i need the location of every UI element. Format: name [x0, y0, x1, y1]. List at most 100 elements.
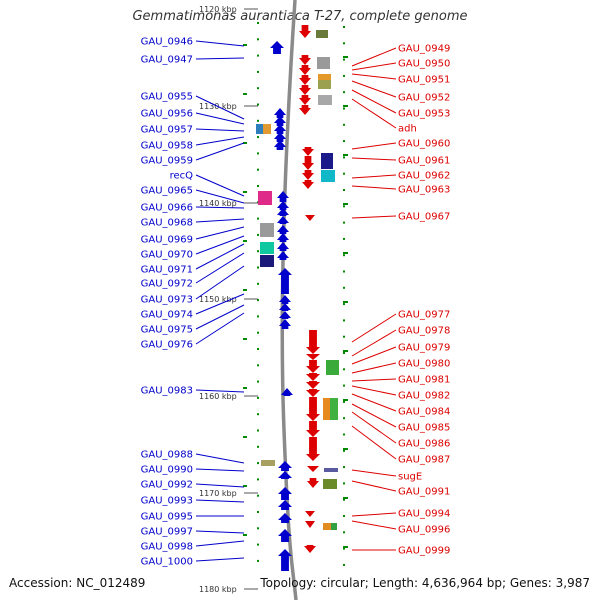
left-major-tick	[243, 191, 247, 193]
left-gene-label: GAU_0947	[141, 55, 193, 66]
feature-box	[323, 479, 337, 489]
gene-arrow	[279, 303, 291, 311]
left-gene-label: GAU_0976	[141, 340, 193, 351]
right-tick	[343, 482, 345, 485]
right-connector	[351, 313, 397, 343]
left-tick	[257, 462, 259, 465]
feature-box	[323, 523, 337, 530]
left-connector	[195, 142, 245, 161]
right-gene-label: GAU_0986	[398, 439, 450, 450]
right-tick	[343, 123, 345, 126]
left-connector	[195, 226, 245, 240]
left-tick	[257, 445, 259, 448]
left-tick	[257, 103, 259, 106]
left-gene-label: GAU_0958	[141, 141, 193, 152]
gene-arrow	[277, 225, 289, 234]
gene-arrow	[306, 389, 320, 397]
gene-arrow	[302, 170, 314, 180]
right-gene-label: GAU_0949	[398, 44, 450, 55]
right-tick	[343, 221, 345, 224]
gene-arrow	[277, 208, 289, 216]
gene-arrow	[274, 132, 286, 142]
left-connector	[195, 530, 245, 534]
right-gene-label: GAU_0951	[398, 75, 450, 86]
gene-arrow	[274, 140, 286, 150]
right-connector	[351, 520, 397, 530]
right-gene-label: GAU_0987	[398, 455, 450, 466]
right-gene-label: GAU_0961	[398, 156, 450, 167]
right-tick	[343, 74, 345, 77]
gene-arrow	[278, 268, 292, 294]
left-tick	[257, 331, 259, 334]
right-gene-label: GAU_0967	[398, 212, 450, 223]
right-tick	[343, 270, 345, 273]
gene-arrow	[281, 388, 293, 396]
right-gene-label: GAU_0950	[398, 59, 450, 70]
right-gene-label: GAU_0996	[398, 525, 450, 536]
left-tick	[257, 217, 259, 220]
gene-arrow	[306, 381, 320, 389]
right-major-tick	[343, 203, 348, 205]
left-tick	[257, 87, 259, 90]
gene-arrow	[306, 330, 320, 354]
gene-arrow	[306, 421, 320, 437]
right-gene-label: GAU_0999	[398, 546, 450, 557]
left-tick	[257, 527, 259, 530]
right-tick	[343, 172, 345, 175]
left-connector	[195, 235, 245, 255]
tick-marks	[243, 22, 348, 566]
gene-arrow	[299, 85, 311, 95]
gene-arrow	[304, 545, 316, 553]
gene-arrow	[278, 529, 292, 542]
right-gene-label: GAU_0984	[398, 407, 450, 418]
right-connector	[351, 47, 397, 67]
left-tick	[257, 413, 259, 416]
left-connector	[195, 483, 245, 488]
gene-arrow	[277, 201, 289, 210]
left-connector	[195, 540, 245, 547]
left-major-tick	[243, 436, 247, 438]
left-tick	[257, 70, 259, 73]
left-connector	[195, 389, 245, 393]
left-gene-label: GAU_0946	[141, 37, 193, 48]
right-gene-label: adh	[398, 124, 417, 135]
left-gene-label: recQ	[170, 171, 194, 182]
left-gene-label: GAU_0993	[141, 496, 193, 507]
right-major-tick	[343, 105, 348, 107]
topology-text: Topology: circular; Length: 4,636,964 bp…	[260, 576, 590, 590]
gene-arrow	[278, 487, 292, 500]
kbp-label: 1120 kbp	[199, 5, 237, 14]
left-tick	[257, 266, 259, 269]
left-tick	[257, 250, 259, 253]
gene-arrow	[279, 319, 291, 329]
left-tick	[257, 511, 259, 513]
right-gene-label: GAU_0982	[398, 391, 450, 402]
left-connector	[195, 40, 245, 47]
left-major-tick	[243, 44, 247, 46]
left-connector	[195, 499, 245, 503]
right-connector	[351, 385, 397, 396]
gene-arrow	[270, 41, 284, 54]
right-tick	[343, 107, 345, 110]
gene-arrow	[278, 513, 292, 523]
left-connector	[195, 57, 245, 60]
kbp-label: 1160 kbp	[199, 392, 237, 401]
left-tick	[257, 38, 259, 41]
right-tick	[343, 156, 345, 159]
left-connector	[195, 189, 245, 204]
gene-arrow	[299, 65, 311, 75]
left-connector	[195, 136, 245, 146]
gene-arrow	[306, 437, 320, 461]
left-connector	[195, 468, 245, 472]
right-gene-label: GAU_0985	[398, 423, 450, 434]
left-major-tick	[243, 338, 247, 340]
left-tick	[257, 543, 259, 546]
right-tick	[343, 26, 345, 28]
feature-box	[316, 30, 328, 38]
left-gene-label: GAU_0997	[141, 527, 193, 538]
right-gene-label: GAU_0981	[398, 375, 450, 386]
left-gene-label: GAU_0970	[141, 250, 193, 261]
left-tick	[257, 494, 259, 497]
gene-arrow	[302, 156, 314, 170]
left-tick	[257, 22, 259, 24]
